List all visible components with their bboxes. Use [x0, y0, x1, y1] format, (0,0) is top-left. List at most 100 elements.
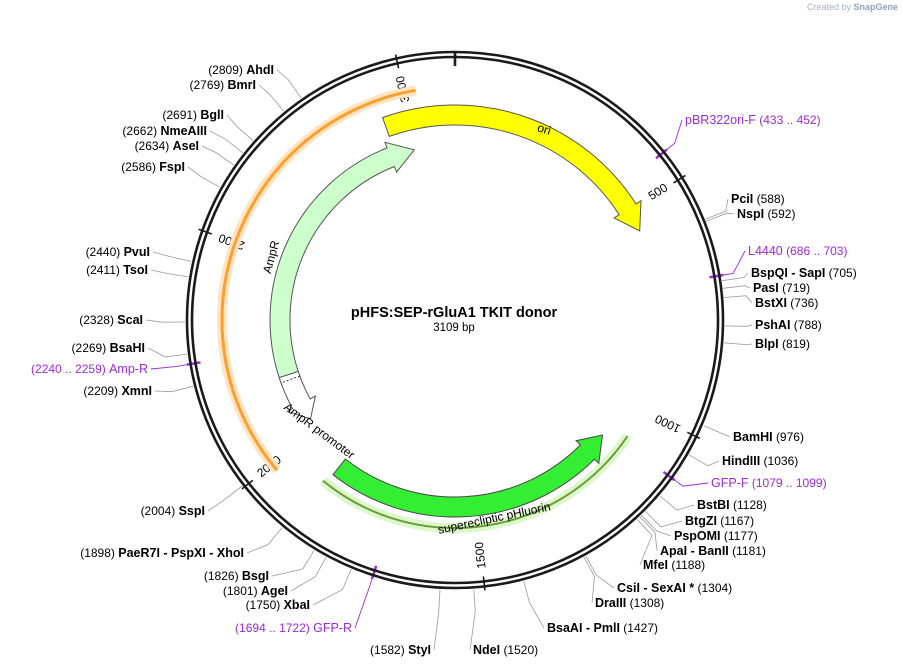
- enzyme-site[interactable]: (2586) FspI: [121, 160, 185, 174]
- enzyme-position: (1750): [246, 598, 281, 612]
- enzyme-site[interactable]: (1898) PaeR7I - PspXI - XhoI: [80, 546, 244, 560]
- ampr-divider: [280, 375, 300, 384]
- enzyme-site[interactable]: (2809) AhdI: [208, 63, 274, 77]
- tick-mark-500: [673, 174, 686, 184]
- enzyme-site[interactable]: PasI (719): [753, 281, 810, 295]
- enzyme-site[interactable]: (2662) NmeAIII: [122, 124, 207, 138]
- enzyme-site[interactable]: PciI (588): [731, 192, 785, 206]
- enzyme-site[interactable]: NdeI (1520): [473, 643, 538, 657]
- enzyme-site[interactable]: (2328) ScaI: [79, 313, 143, 327]
- enzyme-site[interactable]: (2691) BglI: [162, 108, 224, 122]
- enzyme-site[interactable]: PshAI (788): [755, 318, 822, 332]
- enzyme-site[interactable]: BamHI (976): [733, 430, 804, 444]
- enzyme-name: BspQI: [751, 266, 788, 280]
- primer-site[interactable]: (1694 .. 1722) GFP-R: [235, 621, 352, 635]
- enzyme-position: (1177): [724, 529, 758, 543]
- enzyme-leader: [271, 550, 315, 577]
- enzyme-position: (2328): [79, 313, 114, 327]
- enzyme-name-2: SexAI *: [651, 581, 694, 595]
- enzyme-site[interactable]: (2004) SspI: [141, 504, 205, 518]
- enzyme-separator: -: [788, 266, 799, 280]
- enzyme-site[interactable]: PspOMI (1177): [674, 529, 758, 543]
- primer-leader: [674, 479, 709, 487]
- enzyme-separator: -: [206, 546, 217, 560]
- enzyme-site[interactable]: HindIII (1036): [722, 454, 798, 468]
- enzyme-name: NspI: [737, 207, 764, 221]
- enzyme-position: (1188): [671, 558, 705, 572]
- enzyme-leader: [187, 166, 221, 188]
- ampr-cds-band: [220, 88, 416, 472]
- connector-layer: [145, 69, 753, 651]
- enzyme-separator: -: [582, 621, 593, 635]
- enzyme-name-3: XhoI: [217, 546, 244, 560]
- primer-site[interactable]: GFP-F (1079 .. 1099): [711, 476, 827, 490]
- enzyme-name: SspI: [179, 504, 205, 518]
- enzyme-position: (2691): [162, 108, 197, 122]
- enzyme-site[interactable]: (1582) StyI: [370, 643, 431, 657]
- enzyme-site[interactable]: NspI (592): [737, 207, 795, 221]
- enzyme-site[interactable]: (1750) XbaI: [246, 598, 310, 612]
- enzyme-position: (1826): [204, 569, 239, 583]
- enzyme-leader: [258, 84, 285, 112]
- primer-marker: [709, 273, 724, 279]
- enzyme-name: BsgI: [242, 569, 269, 583]
- enzyme-leader: [724, 324, 753, 327]
- enzyme-name: PshAI: [755, 318, 790, 332]
- enzyme-site[interactable]: (1801) AgeI: [223, 584, 288, 598]
- plasmid-title: pHFS:SEP-rGluA1 TKIT donor: [351, 305, 558, 321]
- tick-mark-1500: [482, 576, 486, 591]
- enzyme-position: (1181): [732, 544, 766, 558]
- tick-label-1000: 1000: [652, 411, 682, 435]
- enzyme-name: NmeAIII: [160, 124, 207, 138]
- enzyme-position: (1520): [503, 643, 538, 657]
- enzyme-position: (588): [757, 192, 785, 206]
- enzyme-name: MfeI: [643, 558, 668, 572]
- enzyme-leader: [246, 527, 283, 554]
- enzyme-site[interactable]: (2440) PvuI: [86, 245, 150, 259]
- enzyme-position: (1308): [630, 596, 665, 610]
- primer-site[interactable]: L4440 (686 .. 703): [748, 244, 847, 258]
- enzyme-site[interactable]: BlpI (819): [755, 337, 810, 351]
- enzyme-site[interactable]: (2411) TsoI: [86, 263, 148, 277]
- enzyme-site[interactable]: BtgZI (1167): [685, 514, 754, 528]
- primer-range: (1694 .. 1722): [235, 621, 310, 635]
- sep-arrow: [332, 434, 604, 518]
- enzyme-site[interactable]: (2769) BmrI: [189, 78, 256, 92]
- enzyme-site[interactable]: (2209) XmnI: [83, 384, 152, 398]
- enzyme-name: BstXI: [755, 296, 787, 310]
- primer-range: (1079 .. 1099): [752, 476, 827, 490]
- enzyme-site[interactable]: (1826) BsgI: [204, 569, 269, 583]
- enzyme-name: ApaI: [660, 544, 687, 558]
- enzyme-site[interactable]: MfeI (1188): [643, 558, 705, 572]
- enzyme-position: (2440): [86, 245, 121, 259]
- enzyme-site[interactable]: CsiI - SexAI * (1304): [617, 581, 732, 595]
- enzyme-site[interactable]: ApaI - BanII (1181): [660, 544, 766, 558]
- primer-name: pBR322ori-F: [685, 113, 756, 127]
- watermark: Created by SnapGene: [807, 2, 898, 12]
- enzyme-name: AseI: [173, 139, 199, 153]
- enzyme-leader: [290, 557, 327, 592]
- enzyme-name: BsaAI: [547, 621, 582, 635]
- enzyme-name-2: PmlI: [594, 621, 620, 635]
- primer-site[interactable]: (2240 .. 2259) Amp-R: [31, 362, 148, 376]
- enzyme-site[interactable]: (2269) BsaHI: [72, 341, 145, 355]
- enzyme-name: DraIII: [595, 596, 626, 610]
- enzyme-position: (1167): [720, 514, 754, 528]
- enzyme-site[interactable]: BstBI (1128): [697, 498, 767, 512]
- enzyme-site[interactable]: BstXI (736): [755, 296, 818, 310]
- enzyme-site[interactable]: BspQI - SapI (705): [751, 266, 857, 280]
- primer-site[interactable]: pBR322ori-F (433 .. 452): [685, 113, 821, 127]
- enzyme-leader: [659, 495, 695, 511]
- enzyme-name: CsiI: [617, 581, 640, 595]
- primer-marker: [186, 361, 201, 366]
- enzyme-site[interactable]: BsaAI - PmlI (1427): [547, 621, 658, 635]
- enzyme-leader: [585, 555, 615, 589]
- enzyme-leader: [207, 485, 243, 512]
- enzyme-site[interactable]: (2634) AseI: [135, 139, 199, 153]
- enzyme-separator: -: [160, 546, 171, 560]
- tick-mark-2000: [241, 479, 254, 490]
- ampr-arrow: [269, 141, 416, 386]
- enzyme-name: BstBI: [697, 498, 730, 512]
- enzyme-site[interactable]: DraIII (1308): [595, 596, 664, 610]
- enzyme-leader: [639, 516, 658, 552]
